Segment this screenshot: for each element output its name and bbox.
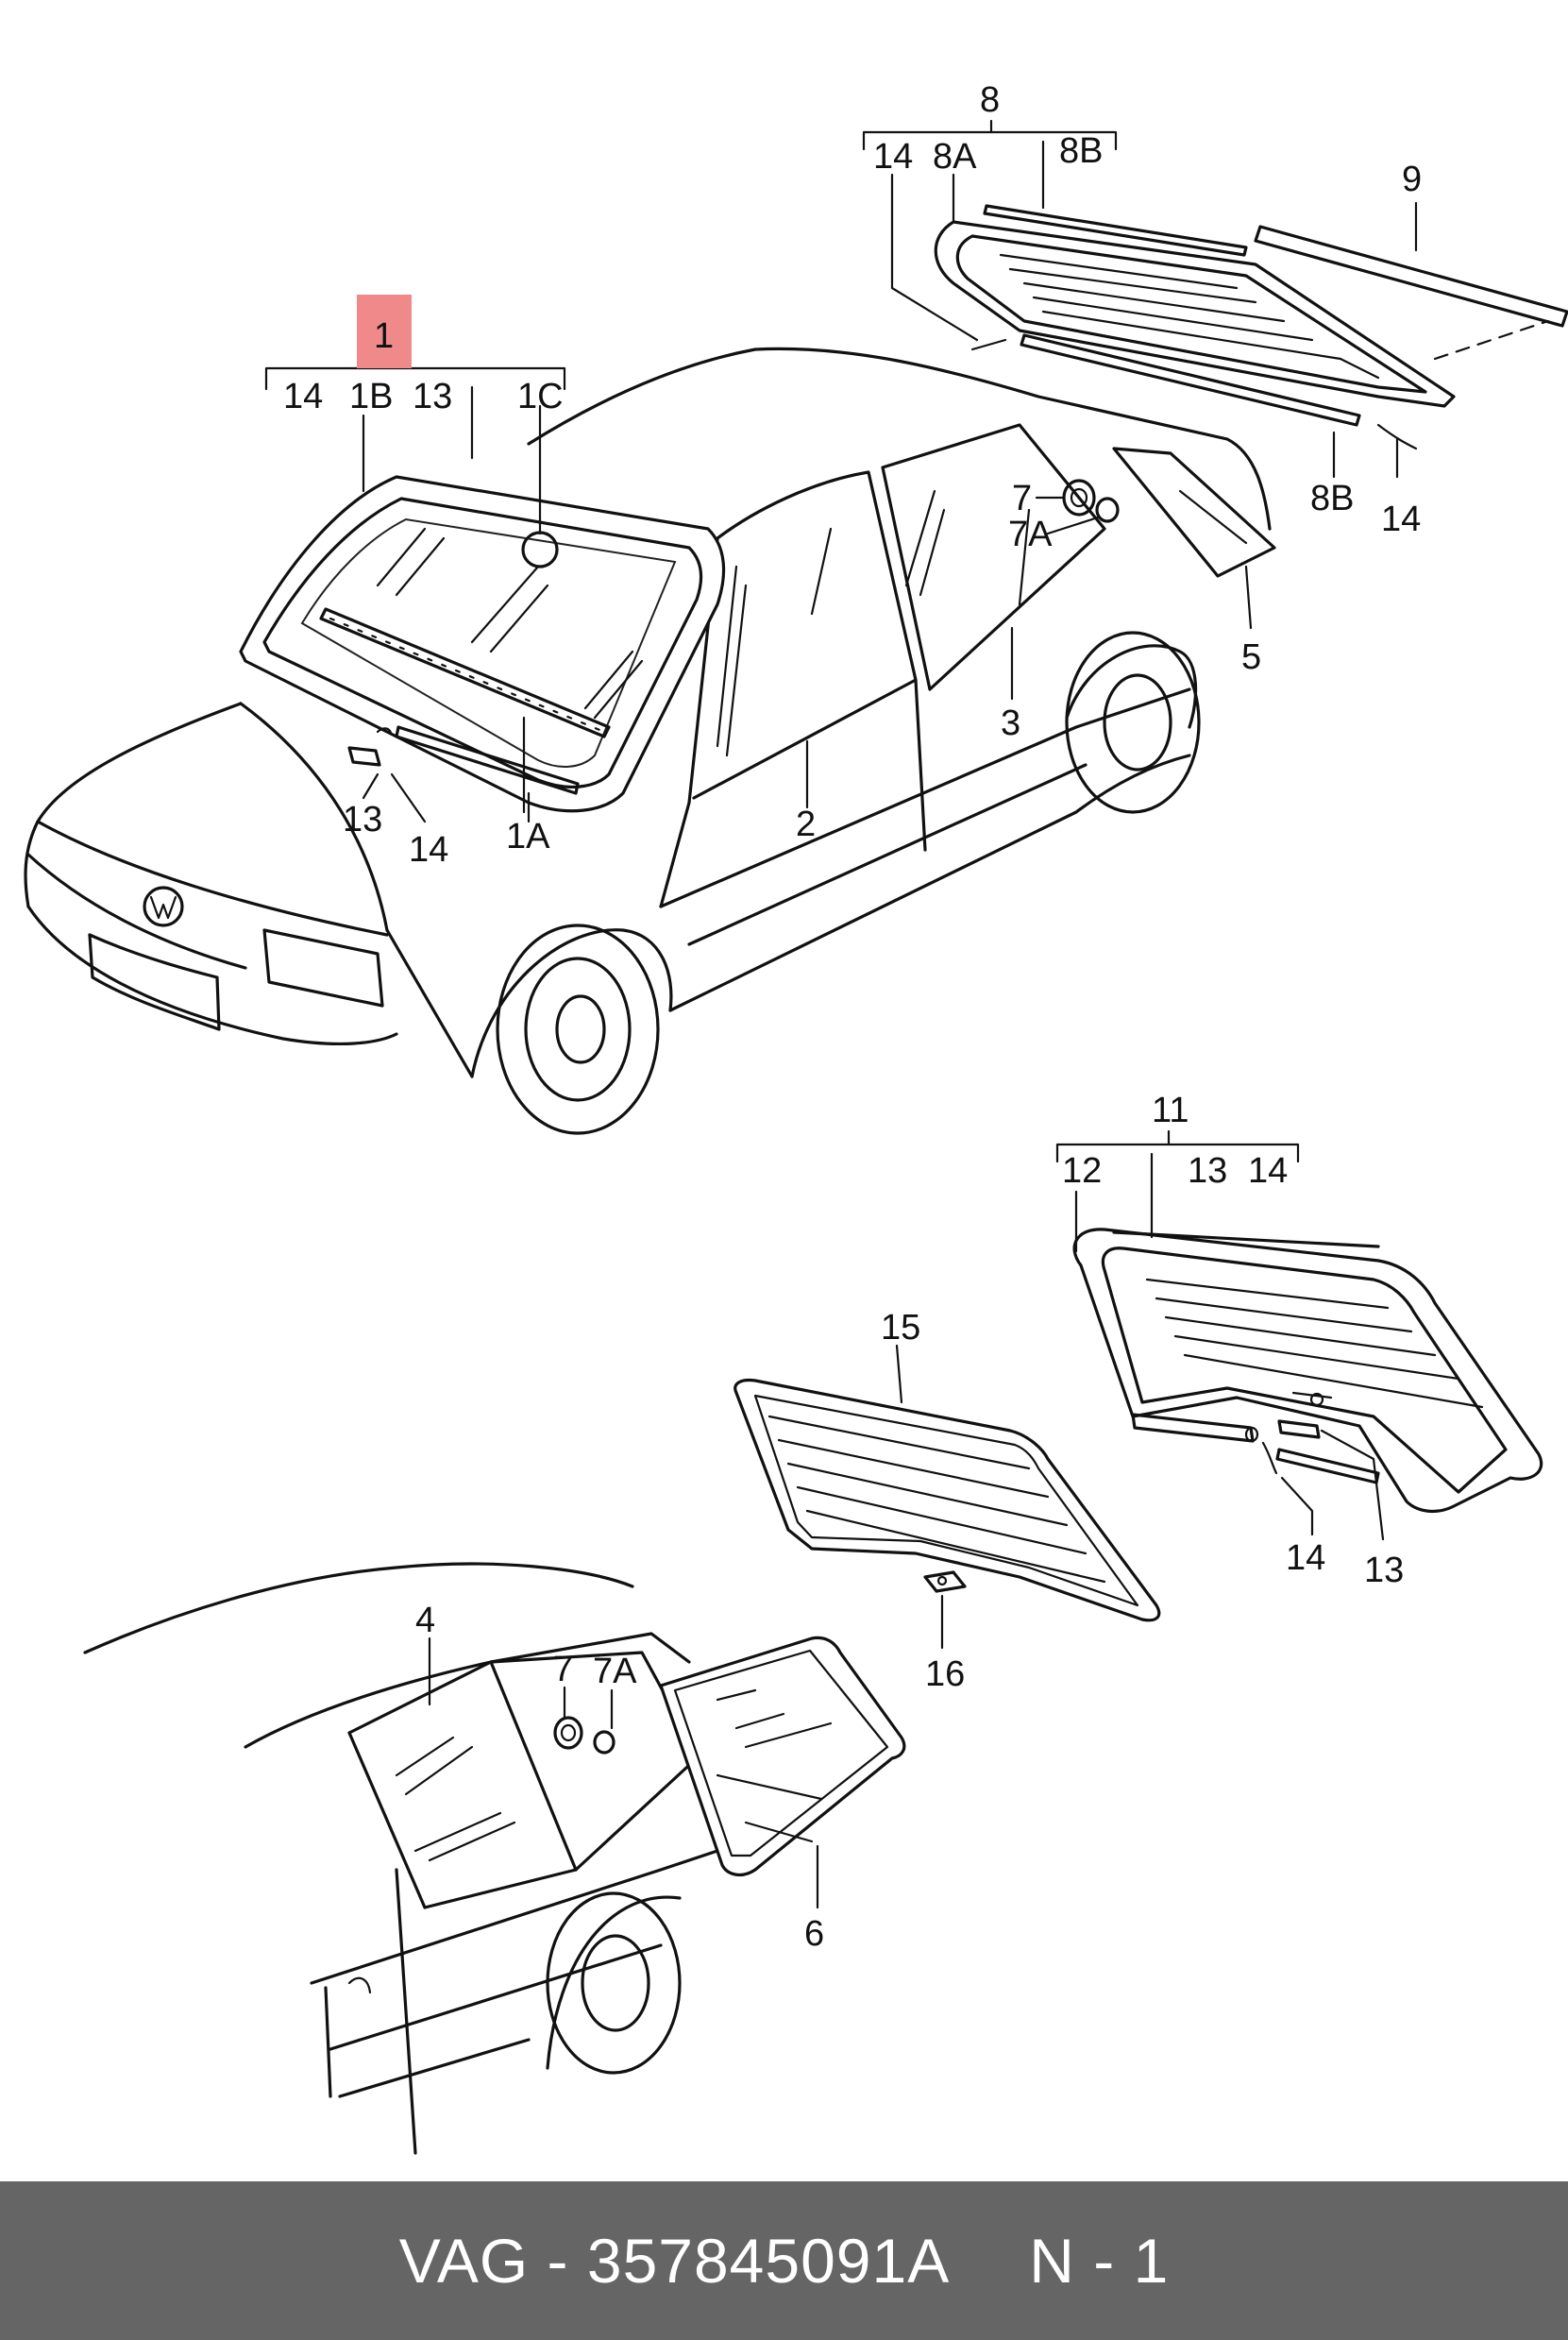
callout-7a[interactable]: 7A bbox=[593, 1652, 637, 1691]
callout-8b[interactable]: 8B bbox=[1059, 131, 1103, 171]
callout-8[interactable]: 8 bbox=[980, 80, 1000, 120]
callout-14[interactable]: 14 bbox=[283, 377, 323, 416]
callout-13[interactable]: 13 bbox=[413, 377, 452, 416]
callout-12[interactable]: 12 bbox=[1062, 1151, 1102, 1191]
callout-7a[interactable]: 7A bbox=[1008, 515, 1053, 554]
callout-14[interactable]: 14 bbox=[1381, 500, 1421, 539]
callout-highlight bbox=[357, 295, 412, 368]
callout-14[interactable]: 14 bbox=[409, 830, 448, 870]
rear-car-illustration bbox=[83, 1562, 906, 2155]
callout-9[interactable]: 9 bbox=[1402, 160, 1422, 199]
callout-8b[interactable]: 8B bbox=[1310, 479, 1354, 518]
callout-13[interactable]: 13 bbox=[343, 800, 382, 839]
callout-6[interactable]: 6 bbox=[804, 1914, 824, 1954]
callout-13[interactable]: 13 bbox=[1188, 1151, 1227, 1191]
page-label: N - 1 bbox=[1029, 2226, 1170, 2296]
callout-5[interactable]: 5 bbox=[1241, 637, 1261, 677]
part-number: 357845091A bbox=[586, 2226, 951, 2296]
rear-window-top-illustration bbox=[934, 204, 1568, 450]
callout-7[interactable]: 7 bbox=[553, 1650, 573, 1689]
callout-7[interactable]: 7 bbox=[1012, 479, 1032, 518]
part-number-footer: VAG - 357845091A N - 1 bbox=[0, 2181, 1568, 2340]
callout-1a[interactable]: 1A bbox=[506, 817, 550, 856]
callout-14[interactable]: 14 bbox=[873, 137, 913, 177]
brand-label: VAG bbox=[398, 2226, 530, 2296]
brand-separator: - bbox=[529, 2226, 587, 2296]
callout-16[interactable]: 16 bbox=[925, 1654, 965, 1694]
rear-window-11-illustration bbox=[1072, 1228, 1543, 1514]
main-car-illustration bbox=[24, 347, 1276, 1135]
callout-1b[interactable]: 1B bbox=[349, 377, 393, 416]
callout-1c[interactable]: 1C bbox=[517, 377, 564, 416]
rear-glass-15-illustration bbox=[733, 1378, 1161, 1622]
callout-2[interactable]: 2 bbox=[796, 805, 816, 844]
parts-diagram: 1 14 1B 13 1C 13 14 1A 2 3 7 7A 5 8 14 8… bbox=[24, 80, 1568, 2155]
callout-14[interactable]: 14 bbox=[1286, 1538, 1325, 1578]
callout-1[interactable]: 1 bbox=[374, 316, 394, 356]
callout-3[interactable]: 3 bbox=[1001, 704, 1020, 743]
callout-13[interactable]: 13 bbox=[1364, 1551, 1404, 1590]
callout-8a[interactable]: 8A bbox=[933, 137, 977, 177]
callout-4[interactable]: 4 bbox=[415, 1601, 435, 1640]
callout-labels: 1 14 1B 13 1C 13 14 1A 2 3 7 7A 5 8 14 8… bbox=[283, 80, 1422, 1954]
callout-14[interactable]: 14 bbox=[1248, 1151, 1288, 1191]
callout-11[interactable]: 11 bbox=[1152, 1091, 1189, 1130]
callout-15[interactable]: 15 bbox=[881, 1308, 920, 1348]
